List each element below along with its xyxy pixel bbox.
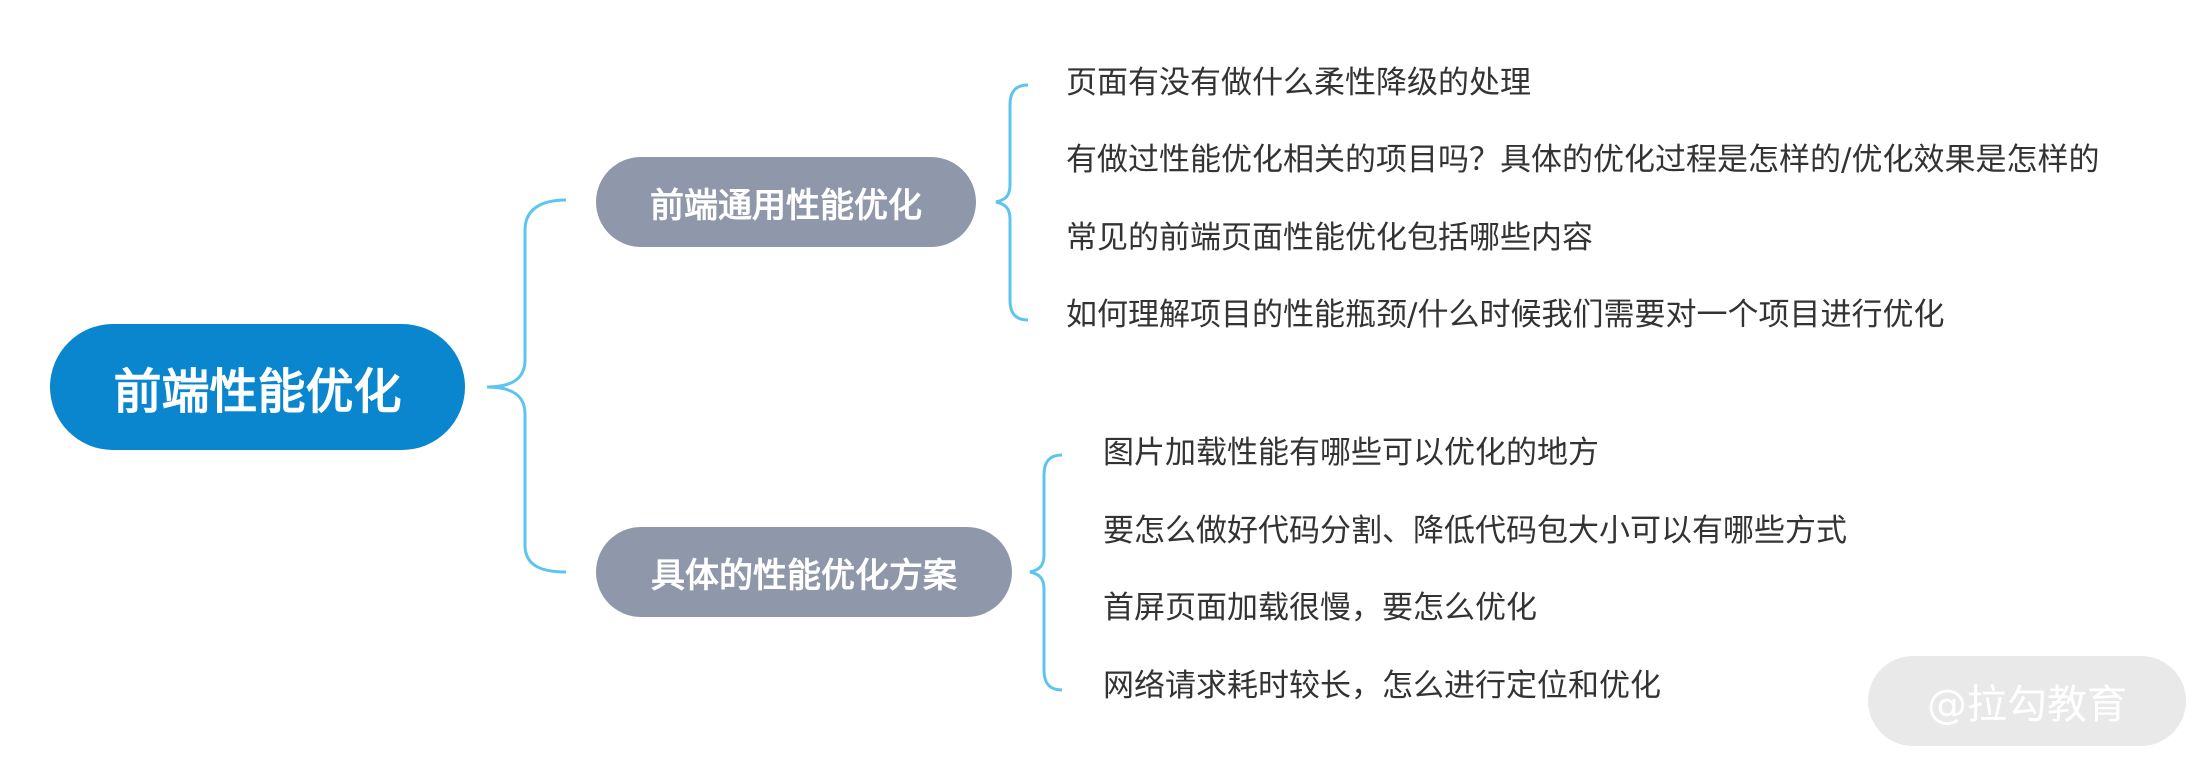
root-node: 前端性能优化 bbox=[50, 324, 465, 450]
leaf-item: 如何理解项目的性能瓶颈/什么时候我们需要对一个项目进行优化 bbox=[1066, 297, 1945, 333]
bracket-branch-2 bbox=[1029, 453, 1063, 692]
leaf-item: 图片加载性能有哪些可以优化的地方 bbox=[1103, 435, 1599, 471]
leaf-item: 要怎么做好代码分割、降低代码包大小可以有哪些方式 bbox=[1103, 513, 1847, 549]
leaf-item: 页面有没有做什么柔性降级的处理 bbox=[1066, 65, 1531, 101]
connector-root-branch-2 bbox=[486, 385, 567, 574]
branch-label: 具体的性能优化方案 bbox=[651, 555, 957, 596]
watermark-logo: @拉勾教育 bbox=[1868, 656, 2186, 746]
leaf-item: 常见的前端页面性能优化包括哪些内容 bbox=[1066, 220, 1593, 256]
leaf-item: 有做过性能优化相关的项目吗？具体的优化过程是怎样的/优化效果是怎样的 bbox=[1066, 142, 2100, 178]
connector-root-branch-1 bbox=[486, 198, 567, 389]
leaf-item: 网络请求耗时较长，怎么进行定位和优化 bbox=[1103, 668, 1661, 704]
root-label: 前端性能优化 bbox=[113, 364, 402, 420]
branch-label: 前端通用性能优化 bbox=[650, 185, 922, 226]
leaf-item: 首屏页面加载很慢，要怎么优化 bbox=[1103, 590, 1537, 626]
branch-node-general: 前端通用性能优化 bbox=[596, 157, 976, 247]
branch-node-solutions: 具体的性能优化方案 bbox=[596, 527, 1012, 617]
bracket-branch-1 bbox=[995, 83, 1029, 322]
